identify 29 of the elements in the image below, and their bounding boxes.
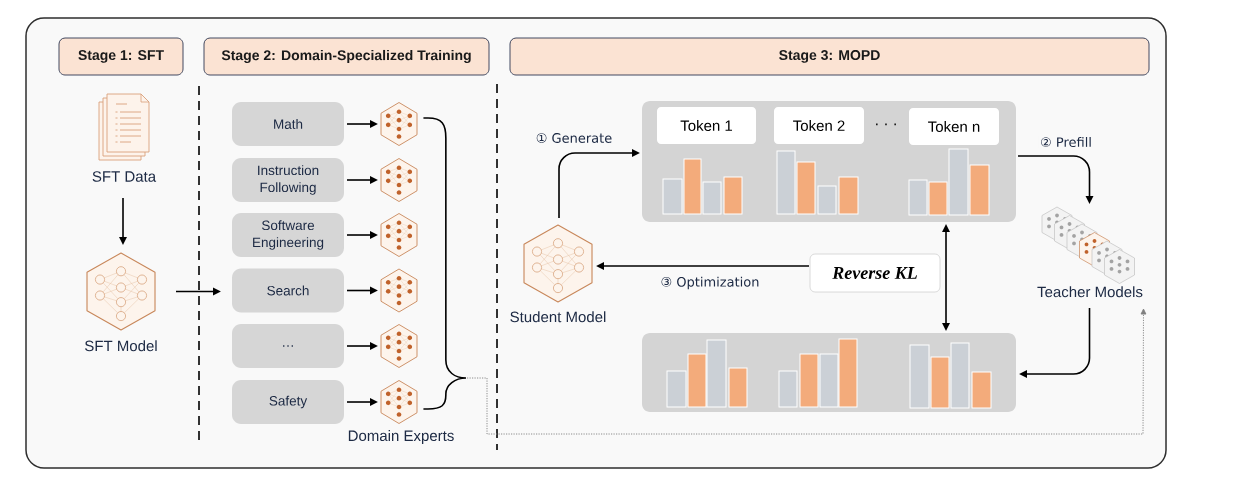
- stage-header: Stage 3: MOPD: [509, 37, 1150, 76]
- domain-box: Instruction Following: [232, 158, 344, 202]
- network-icon: [380, 324, 418, 368]
- network-icon: [380, 213, 418, 257]
- node-label: SFT Model: [85, 340, 157, 352]
- ellipsis: · · ·: [876, 123, 896, 126]
- domain-box: Software Engineering: [232, 213, 344, 257]
- node-label: Teacher Models: [1037, 286, 1143, 298]
- node-label: SFT Data: [92, 171, 157, 182]
- domain-box: Safety: [232, 380, 344, 424]
- edge-label: ② Prefill: [1038, 135, 1094, 149]
- token-box: Token 2: [774, 107, 864, 144]
- token-box: Token 1: [657, 107, 756, 144]
- group-caption: Domain Experts: [348, 430, 454, 444]
- arrow: [466, 308, 1147, 435]
- network-icon: [380, 102, 418, 146]
- curly-brace: [423, 117, 467, 410]
- stage-header: Stage 2: Domain-Specialized Training: [203, 37, 490, 76]
- stage-header: Stage 1: SFT: [58, 37, 184, 76]
- domain-box: Search: [232, 268, 344, 313]
- loss-box: Reverse KL: [809, 253, 941, 293]
- network-icon: [380, 158, 418, 202]
- token-box: Token n: [909, 108, 999, 145]
- domain-box: …: [232, 324, 344, 368]
- domain-box: Math: [232, 102, 344, 146]
- edge-label: ③ Optimization: [659, 275, 761, 291]
- network-icon: [380, 268, 418, 313]
- network-icon: [380, 380, 418, 424]
- node-label: Student Model: [510, 311, 606, 323]
